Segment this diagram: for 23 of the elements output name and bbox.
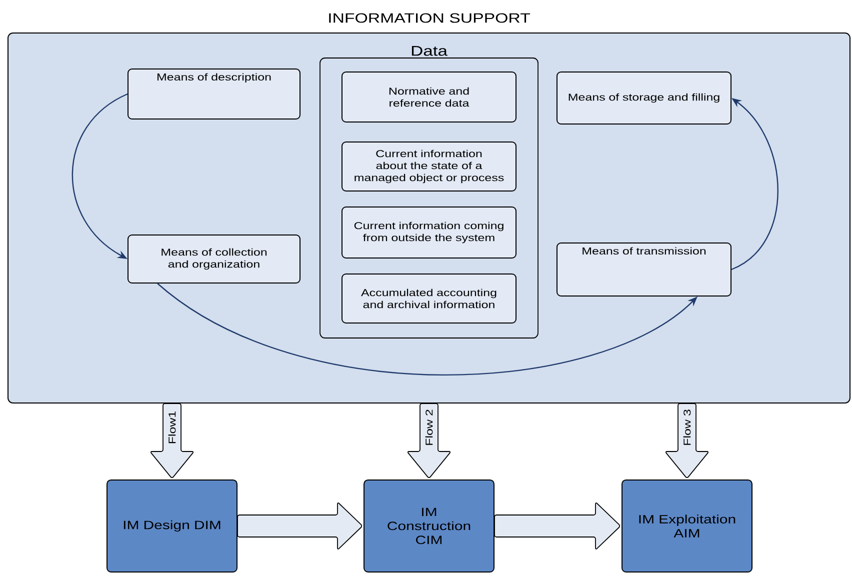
process-box: IM Exploitation AIM bbox=[622, 480, 752, 572]
edge-label: Flow1 bbox=[168, 411, 176, 444]
curved-arrow bbox=[731, 98, 778, 270]
heading: INFORMATION SUPPORT bbox=[329, 13, 530, 23]
heading: Data bbox=[412, 46, 448, 56]
edge-label: Flow 3 bbox=[683, 410, 691, 445]
process-box: IM Design DIM bbox=[106, 480, 238, 572]
process-box: Means of description bbox=[128, 68, 300, 120]
process-box: Current information coming from outside the system bbox=[342, 206, 516, 258]
block-arrow bbox=[150, 403, 194, 478]
block-arrow bbox=[237, 502, 362, 550]
process-box: Means of storage and filling bbox=[556, 72, 732, 124]
block-arrow bbox=[407, 403, 451, 478]
process-box: Current information about the state of a managed object or process bbox=[342, 142, 516, 192]
process-box: Means of transmission bbox=[556, 242, 732, 296]
process-box: Accumulated accounting and archival information bbox=[342, 274, 516, 324]
block-arrow bbox=[494, 502, 620, 550]
process-box: IM Construction CIM bbox=[364, 480, 494, 572]
process-box: Normative and reference data bbox=[342, 72, 516, 122]
edge-label: Flow 2 bbox=[425, 410, 433, 445]
process-box: Means of collection and organization bbox=[128, 234, 300, 284]
block-arrow bbox=[665, 403, 709, 478]
curved-arrow bbox=[72, 93, 128, 259]
